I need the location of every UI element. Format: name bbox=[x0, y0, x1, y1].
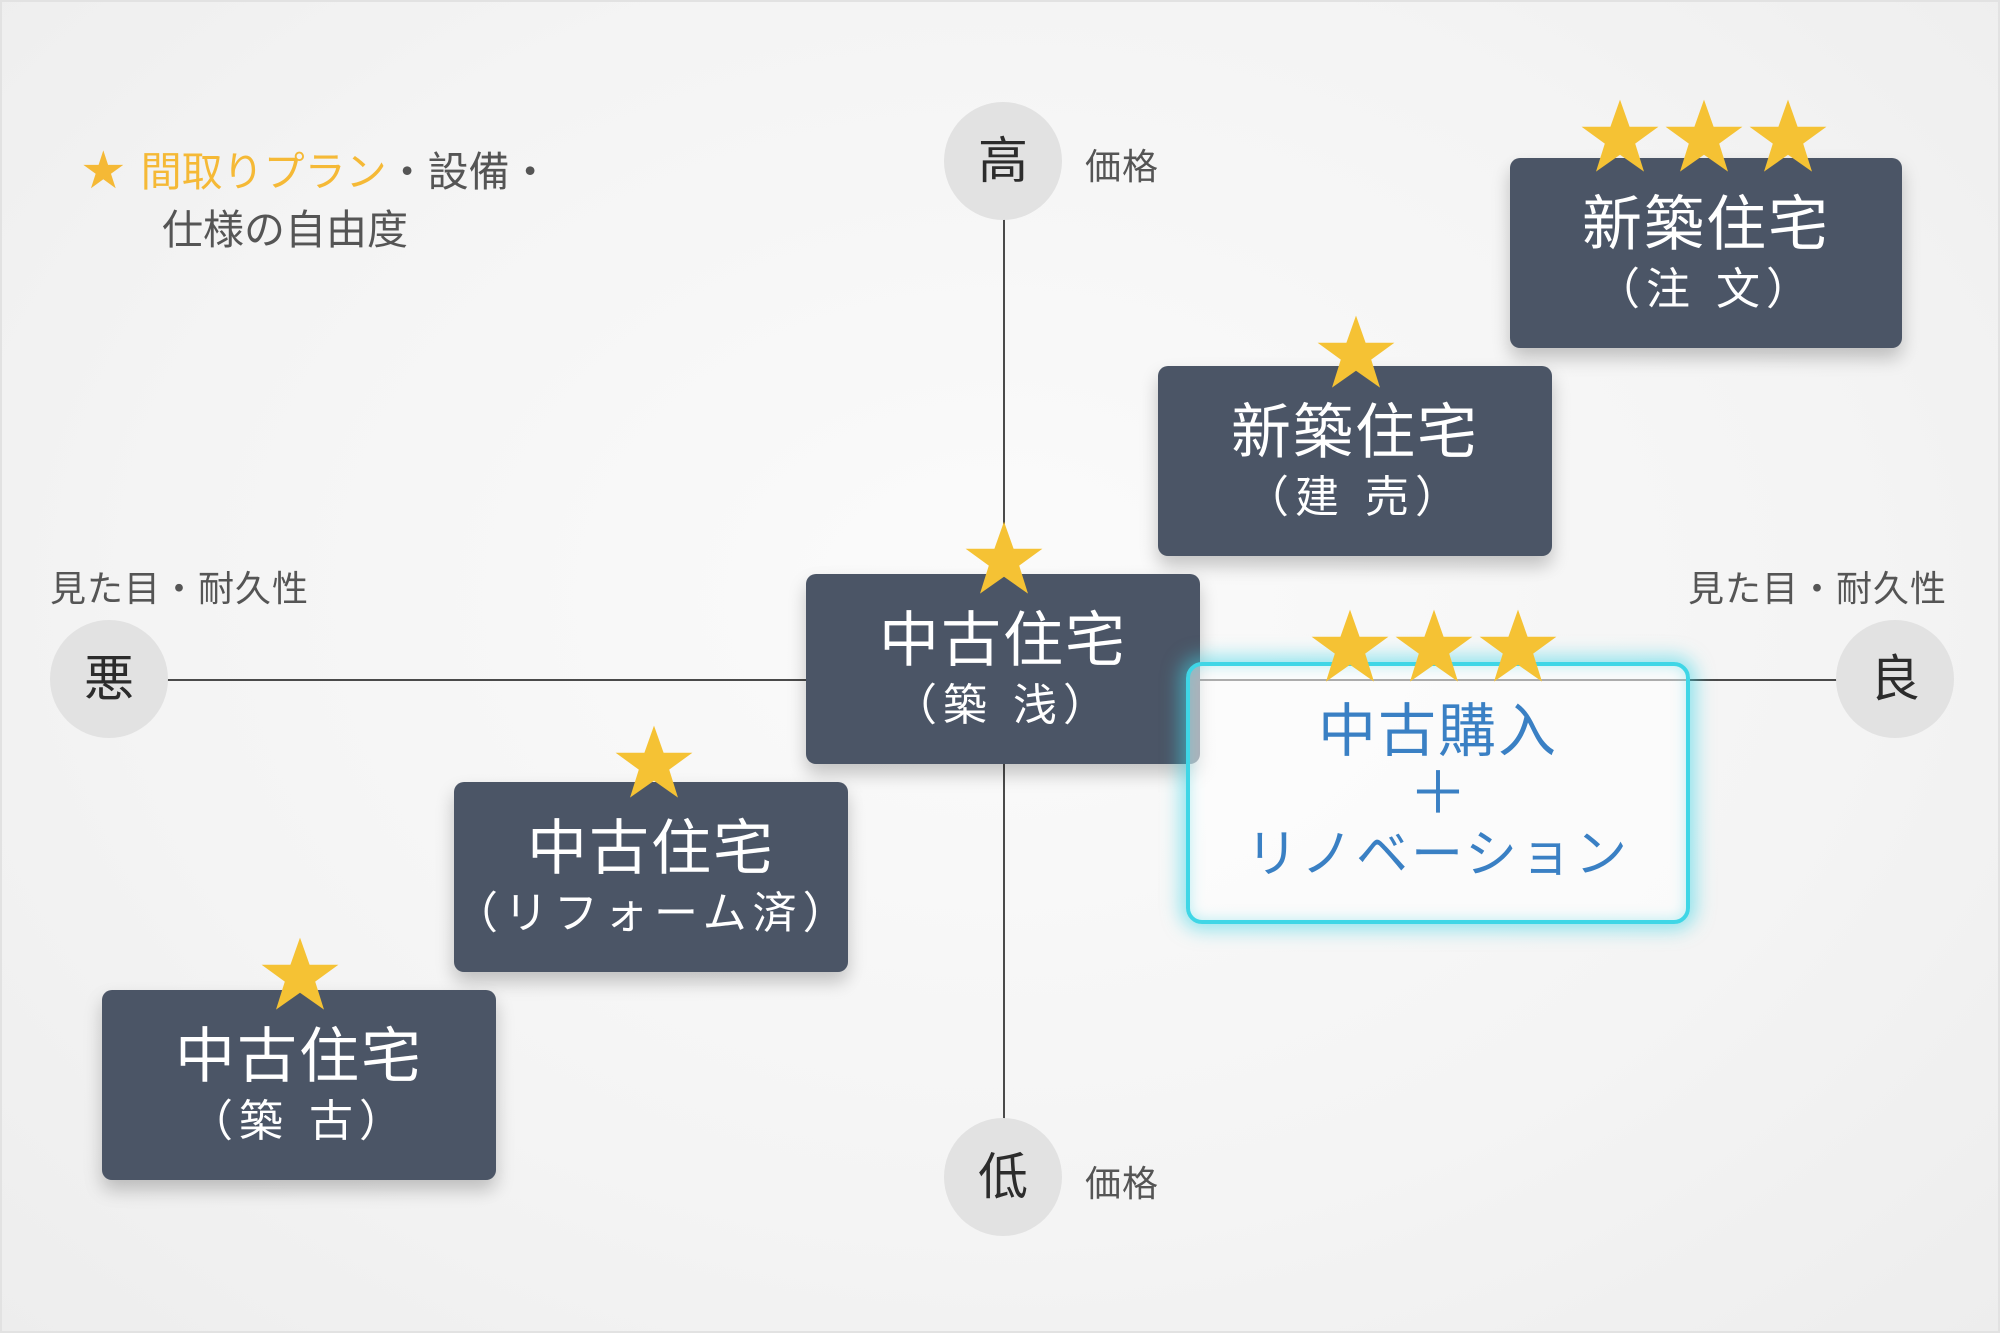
box-subtitle: （築 浅） bbox=[893, 680, 1113, 731]
axis-right-label: 見た目・耐久性 bbox=[1688, 569, 1948, 610]
axis-bottom-circle: 低 bbox=[944, 1118, 1062, 1236]
box-title: 中古住宅 bbox=[879, 606, 1127, 676]
box-shinchiku-tateuri: 新築住宅 （建 売） bbox=[1158, 366, 1552, 556]
star-icon bbox=[615, 725, 693, 798]
axis-left-circle: 悪 bbox=[50, 620, 168, 738]
box-subtitle: （リフォーム済） bbox=[454, 888, 853, 939]
legend-text-line2: 仕様の自由度 bbox=[162, 206, 408, 254]
star-icon bbox=[1395, 609, 1473, 682]
legend: ★ 間取りプラン・設備・ 仕様の自由度 bbox=[80, 142, 551, 259]
rating-stars bbox=[964, 520, 1044, 596]
box-subtitle: （建 売） bbox=[1245, 472, 1465, 523]
box-shinchiku-chumon: 新築住宅 （注 文） bbox=[1510, 158, 1902, 348]
rating-stars bbox=[260, 936, 340, 1012]
rating-stars bbox=[1316, 314, 1396, 390]
rating-stars bbox=[614, 724, 694, 800]
axis-right-circle: 良 bbox=[1836, 620, 1954, 738]
box-title: 中古住宅 bbox=[527, 814, 775, 884]
star-icon bbox=[1749, 99, 1827, 172]
star-icon bbox=[1479, 609, 1557, 682]
box-title: 新築住宅 bbox=[1582, 190, 1830, 260]
highlight-plus: ＋ bbox=[1408, 759, 1467, 827]
box-chuko-chikuasa: 中古住宅 （築 浅） bbox=[806, 574, 1200, 764]
axis-top-label: 価格 bbox=[1085, 147, 1160, 188]
star-icon bbox=[1317, 315, 1395, 388]
box-subtitle: （築 古） bbox=[189, 1096, 409, 1147]
box-subtitle: （注 文） bbox=[1596, 264, 1816, 315]
highlight-line1: 中古購入 bbox=[1317, 697, 1558, 765]
axis-top-circle: 高 bbox=[944, 102, 1062, 220]
axis-left-label: 見た目・耐久性 bbox=[50, 569, 310, 610]
star-icon bbox=[965, 521, 1043, 594]
legend-accent-text: 間取りプラン bbox=[140, 148, 387, 196]
star-icon bbox=[261, 937, 339, 1010]
axis-bottom-label: 価格 bbox=[1085, 1164, 1160, 1205]
rating-stars bbox=[1580, 98, 1828, 174]
box-chuko-renovation: 中古購入 ＋ リノベーション bbox=[1186, 662, 1690, 924]
legend-text-line1: ・設備・ bbox=[386, 148, 551, 196]
highlight-line3: リノベーション bbox=[1246, 825, 1630, 885]
box-chuko-chikufuru: 中古住宅 （築 古） bbox=[102, 990, 496, 1180]
star-icon bbox=[1581, 99, 1659, 172]
box-title: 新築住宅 bbox=[1231, 398, 1479, 468]
legend-star-icon: ★ bbox=[80, 141, 127, 201]
star-icon bbox=[1311, 609, 1389, 682]
box-title: 中古住宅 bbox=[175, 1022, 423, 1092]
star-icon bbox=[1665, 99, 1743, 172]
box-chuko-reform: 中古住宅 （リフォーム済） bbox=[454, 782, 848, 972]
rating-stars bbox=[1310, 608, 1558, 684]
